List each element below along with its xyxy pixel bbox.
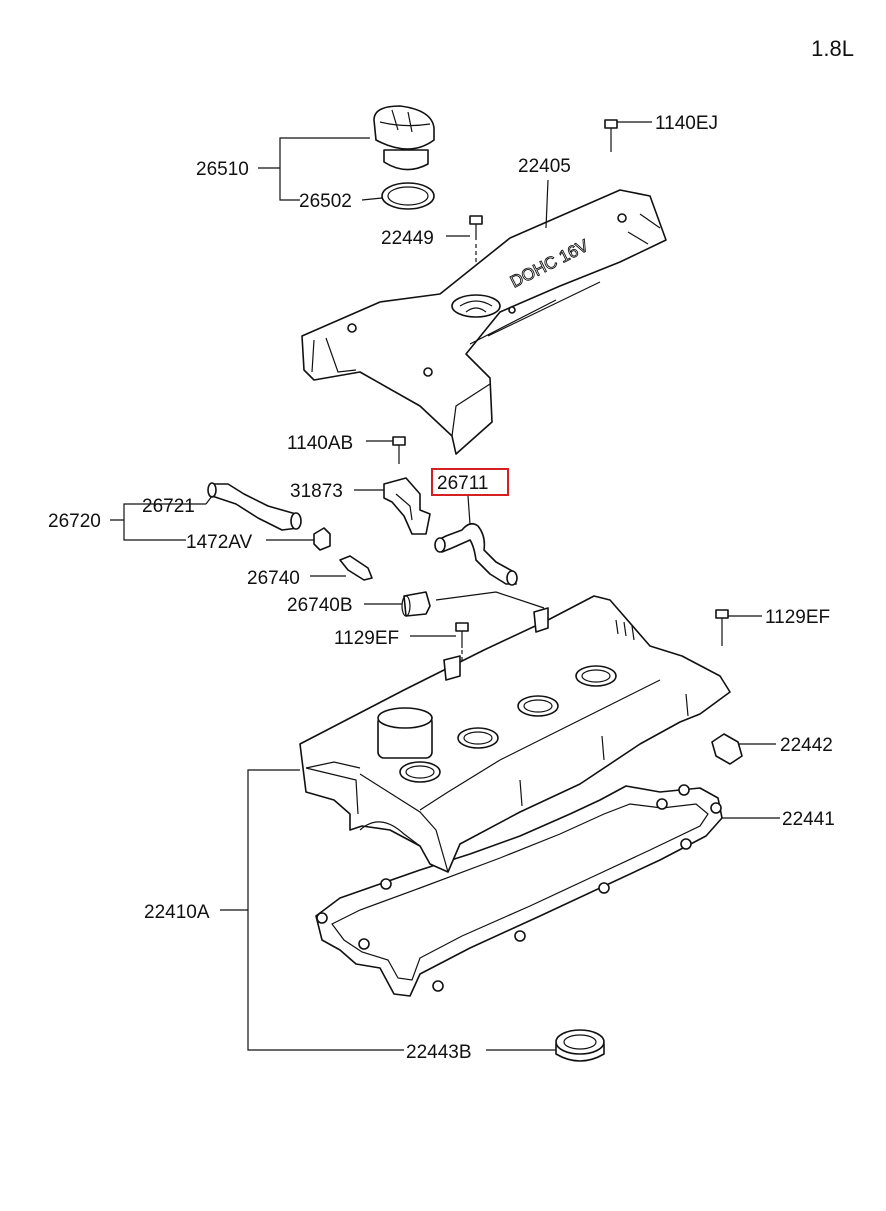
pcv-grommet xyxy=(364,591,431,617)
plug-22442 xyxy=(711,733,776,765)
part-label-26721[interactable]: 26721 xyxy=(142,496,195,517)
part-label-22405[interactable]: 22405 xyxy=(518,156,571,177)
bracket-26510 xyxy=(258,137,370,201)
part-label-1129ef-left[interactable]: 1129EF xyxy=(334,628,399,649)
part-label-26502[interactable]: 26502 xyxy=(299,191,352,212)
hose-26711 xyxy=(434,495,518,586)
part-label-26740b[interactable]: 26740B xyxy=(287,595,353,616)
bolt-1140ej xyxy=(604,119,652,152)
part-label-1472av[interactable]: 1472AV xyxy=(186,532,253,553)
bolt-1129ef-right xyxy=(715,609,762,646)
bolt-1140ab xyxy=(366,436,406,464)
part-label-22443b[interactable]: 22443B xyxy=(406,1042,472,1063)
clip-1472av xyxy=(313,527,331,551)
bolt-1129ef-left xyxy=(410,622,469,664)
oil-filler-cap xyxy=(373,105,435,171)
part-label-31873[interactable]: 31873 xyxy=(290,481,343,502)
part-label-26711[interactable]: 26711 xyxy=(437,473,488,494)
part-label-22441[interactable]: 22441 xyxy=(782,809,835,830)
engine-label: 1.8L xyxy=(811,36,854,61)
part-label-1140ej[interactable]: 1140EJ xyxy=(655,113,718,134)
hose-26721 xyxy=(207,482,302,531)
part-label-22449[interactable]: 22449 xyxy=(381,228,434,249)
highlight-box-26711 xyxy=(431,468,509,496)
part-label-1140ab[interactable]: 1140AB xyxy=(287,433,353,454)
leader-22405 xyxy=(545,179,549,229)
filler-cap-gasket xyxy=(381,182,435,210)
bracket-31873 xyxy=(354,477,431,535)
leader-26502 xyxy=(361,197,383,201)
part-label-26510[interactable]: 26510 xyxy=(196,159,249,180)
pcv-valve xyxy=(310,555,373,581)
part-label-26740[interactable]: 26740 xyxy=(247,568,300,589)
seal-22443b xyxy=(486,1029,605,1062)
valve-cover xyxy=(299,591,731,873)
valve-cover-gasket xyxy=(315,784,780,997)
part-label-22442[interactable]: 22442 xyxy=(780,735,833,756)
bracket-22410a xyxy=(220,769,404,1051)
bracket-26720 xyxy=(110,503,206,541)
part-label-26720[interactable]: 26720 xyxy=(48,511,101,532)
part-label-1129ef-right[interactable]: 1129EF xyxy=(765,607,830,628)
engine-cover: DOHC 16V xyxy=(301,189,667,455)
part-label-22410a[interactable]: 22410A xyxy=(144,902,210,923)
leader-26721 xyxy=(205,495,213,505)
